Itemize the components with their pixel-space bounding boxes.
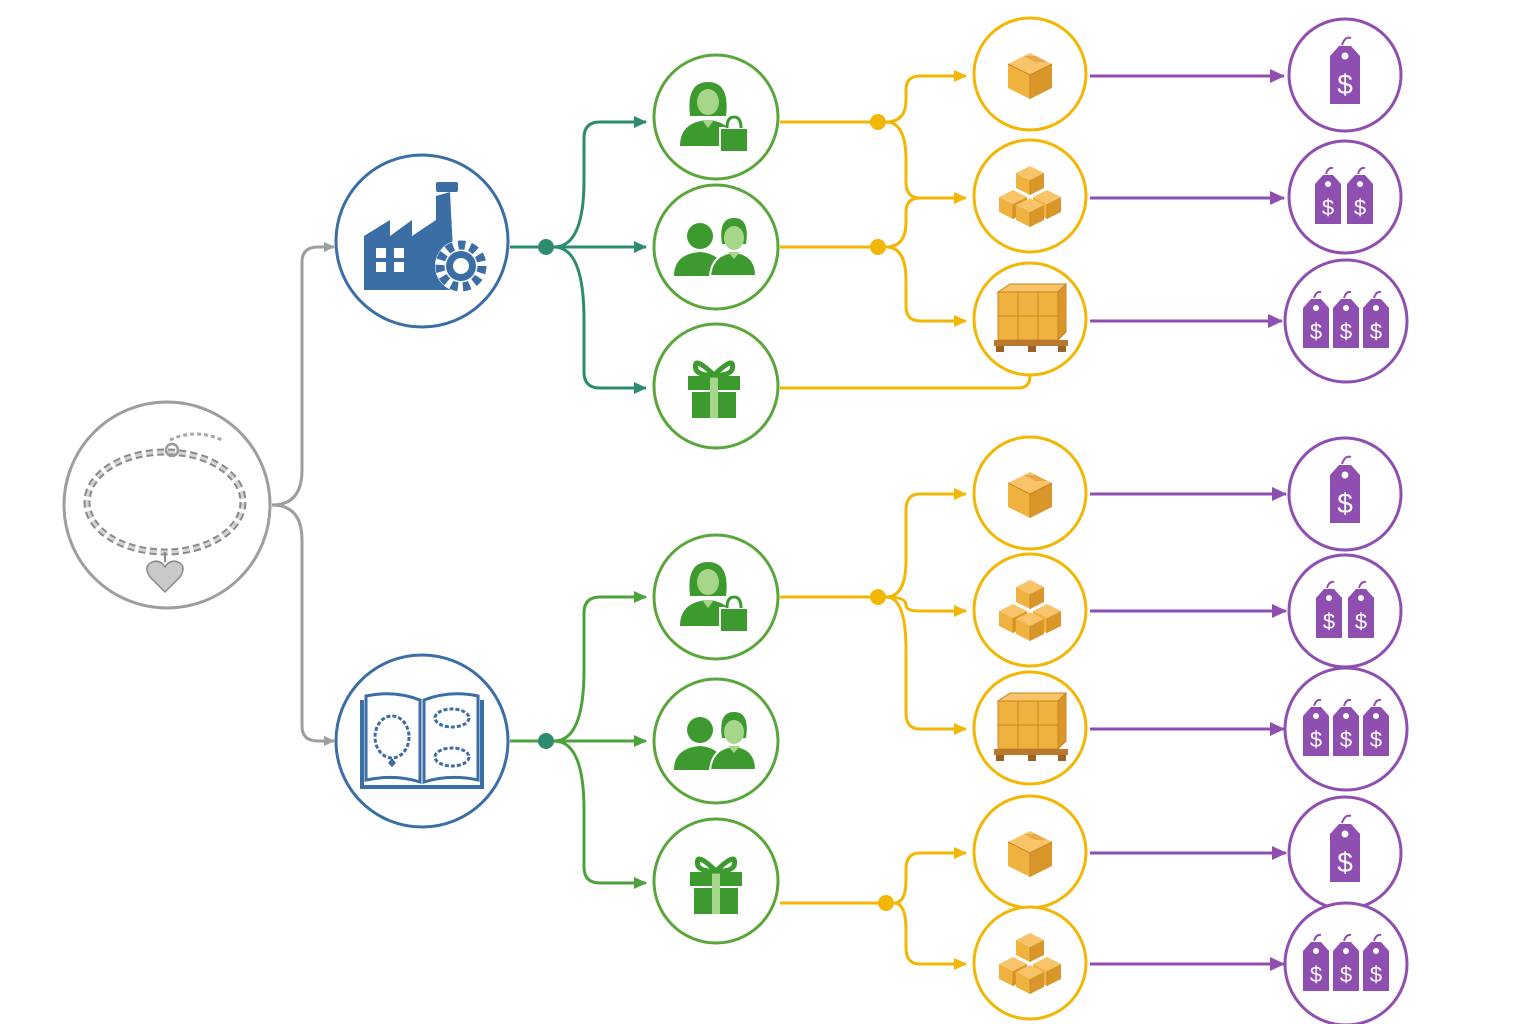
price-tags-icon: $ $ $ [1302, 933, 1390, 992]
junction-manufacturer [538, 239, 554, 255]
price-node-b-single[interactable]: $ [1287, 436, 1403, 552]
svg-text:$: $ [1310, 319, 1322, 344]
connector-catalog-to-shopper [553, 591, 647, 743]
customer-node-a-couple[interactable] [652, 183, 780, 311]
price-tag-icon: $ [1329, 36, 1361, 105]
catalog-book-icon [360, 692, 484, 789]
svg-text:$: $ [1337, 488, 1353, 519]
price-tag-icon: $ [1329, 455, 1361, 524]
price-tag-icon: $ [1329, 814, 1361, 883]
pallet-icon [993, 283, 1069, 353]
package-node-b-pallet[interactable] [972, 670, 1088, 786]
price-node-a-stack[interactable]: $ $ [1287, 139, 1403, 255]
price-node-c-stack[interactable]: $ $ $ [1283, 901, 1409, 1024]
customer-node-b-gift[interactable] [652, 817, 780, 945]
package-node-a-pallet[interactable] [972, 261, 1088, 377]
svg-text:$: $ [1322, 195, 1334, 220]
package-node-c-stack[interactable] [972, 905, 1088, 1021]
svg-text:$: $ [1310, 727, 1322, 752]
price-node-a-single[interactable]: $ [1287, 17, 1403, 133]
connector-a-gift-to-pallet [780, 375, 1032, 390]
customer-node-a-shopper[interactable] [652, 53, 780, 181]
svg-text:$: $ [1337, 847, 1353, 878]
svg-text:$: $ [1340, 727, 1352, 752]
price-tags-icon: $ $ $ [1302, 290, 1390, 349]
customer-node-b-couple[interactable] [652, 677, 780, 805]
connector-product-to-manufacturer [271, 242, 335, 507]
price-node-c-single[interactable]: $ [1287, 795, 1403, 911]
package-node-a-single[interactable] [972, 16, 1088, 132]
price-node-a-pallet[interactable]: $ $ $ [1283, 258, 1409, 384]
svg-text:$: $ [1370, 319, 1382, 344]
package-node-c-single[interactable] [972, 794, 1088, 910]
price-tags-icon: $ $ $ [1302, 698, 1390, 757]
bracelet-icon [83, 432, 247, 594]
connector-manufacturer-to-shopper [553, 116, 647, 249]
channel-manufacturer-node[interactable] [334, 153, 510, 329]
connector-product-to-catalog [271, 503, 335, 746]
price-node-b-stack[interactable]: $ $ [1287, 553, 1403, 669]
svg-text:$: $ [1340, 962, 1352, 987]
connector-catalog-to-gift [553, 739, 647, 889]
svg-text:$: $ [1354, 195, 1366, 220]
package-node-a-stack[interactable] [972, 138, 1088, 254]
svg-text:$: $ [1323, 609, 1335, 634]
product-node[interactable] [62, 400, 272, 610]
junction-catalog [538, 733, 554, 749]
junction-a-shopper [870, 114, 886, 130]
price-tags-icon: $ $ [1314, 166, 1374, 225]
svg-text:$: $ [1310, 962, 1322, 987]
price-tags-icon: $ $ [1315, 580, 1375, 639]
price-symbol: $ [1337, 69, 1353, 100]
customer-node-b-shopper[interactable] [652, 533, 780, 661]
svg-text:$: $ [1340, 319, 1352, 344]
customer-node-a-gift[interactable] [652, 322, 780, 450]
factory-icon [364, 182, 487, 292]
package-node-b-single[interactable] [972, 435, 1088, 551]
pallet-icon [993, 692, 1069, 762]
svg-text:$: $ [1370, 727, 1382, 752]
junction-b-gift [878, 895, 894, 911]
connectors [271, 69, 1287, 971]
svg-text:$: $ [1370, 962, 1382, 987]
price-node-b-pallet[interactable]: $ $ $ [1283, 666, 1409, 792]
junction-a-couple [870, 239, 886, 255]
junction-b-shopper [870, 589, 886, 605]
channel-catalog-node[interactable] [334, 653, 510, 829]
connector-manufacturer-to-gift [553, 245, 647, 394]
package-node-b-stack[interactable] [972, 552, 1088, 668]
svg-text:$: $ [1355, 609, 1367, 634]
